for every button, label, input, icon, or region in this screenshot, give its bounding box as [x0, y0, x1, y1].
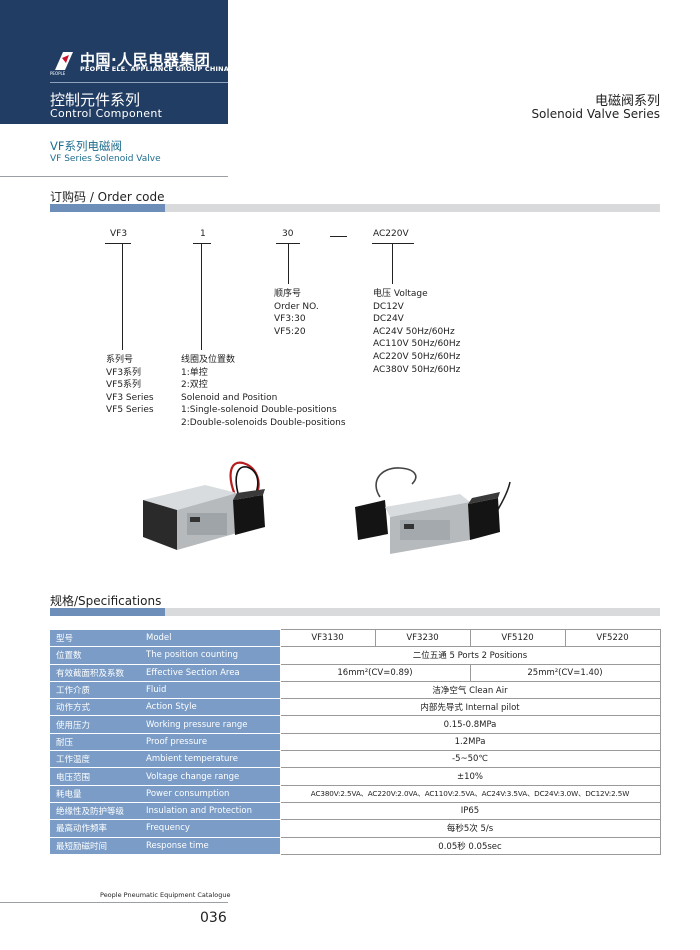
code-position-underline: [193, 243, 211, 244]
value-cell: AC380V:2.5VA、AC220V:2.0VA、AC110V:2.5VA、A…: [279, 784, 661, 803]
series-title-en: Solenoid Valve Series: [531, 107, 660, 121]
series-leader-line: [122, 243, 123, 350]
table-row: 绝缘性及防护等级 Insulation and Protection IP65: [50, 801, 661, 821]
table-row: 型号 Model VF3130 VF3230 VF5120 VF5220: [50, 628, 661, 648]
order-leader-line: [288, 243, 289, 284]
table-row: 最高动作频率 Frequency 每秒5次 5/s: [50, 819, 661, 838]
value-cell: 0.15-0.8MPa: [279, 715, 661, 734]
value-cell: 16mm²(CV=0.89): [279, 663, 471, 682]
row-label-cn: 耐压: [50, 733, 146, 752]
table-row: 电压范围 Voltage change range ±10%: [50, 767, 661, 786]
row-label-en: Voltage change range: [146, 767, 281, 786]
order-code-section-bar: [50, 204, 660, 212]
table-row: 使用压力 Working pressure range 0.15-0.8MPa: [50, 715, 661, 734]
value-cell: 1.2MPa: [279, 732, 661, 752]
value-cell: 每秒5次 5/s: [279, 819, 661, 838]
code-voltage: AC220V: [373, 229, 409, 239]
header-panel: [0, 0, 228, 124]
code-order-no: 30: [282, 229, 294, 239]
row-label-en: Ambient temperature: [146, 750, 281, 769]
single-solenoid-valve-image: [143, 461, 265, 550]
code-series: VF3: [110, 229, 128, 239]
row-label-en: The position counting: [146, 646, 281, 665]
value-cell: ±10%: [279, 767, 661, 786]
row-label-cn: 工作介质: [50, 681, 146, 700]
row-label-cn: 使用压力: [50, 715, 146, 734]
row-label-cn: 最短励磁时间: [50, 837, 146, 855]
table-row: 位置数 The position counting 二位五通 5 Ports 2…: [50, 646, 661, 665]
value-cell: 洁净空气 Clean Air: [279, 680, 661, 700]
table-row: 有效截面积及系数 Effective Section Area 16mm²(CV…: [50, 663, 661, 682]
value-cell: IP65: [279, 801, 661, 821]
value-cell: 二位五通 5 Ports 2 Positions: [279, 646, 661, 665]
header-divider: [50, 82, 228, 83]
row-label-en: Response time: [146, 837, 281, 855]
table-row: 耐压 Proof pressure 1.2MPa: [50, 732, 661, 752]
series-title-cn: 电磁阀系列: [594, 94, 660, 109]
model-cell: VF5120: [469, 628, 566, 648]
table-row: 动作方式 Action Style 内部先导式 Internal pilot: [50, 698, 661, 717]
catalogue-name: People Pneumatic Equipment Catalogue: [100, 891, 231, 899]
row-label-cn: 工作温度: [50, 750, 146, 769]
code-dash: [330, 236, 347, 237]
company-logo-icon: [55, 52, 73, 70]
row-label-cn: 型号: [50, 629, 146, 648]
model-cell: VF3230: [374, 628, 471, 648]
row-label-cn: 电压范围: [50, 767, 146, 786]
row-label-en: Power consumption: [146, 785, 281, 803]
value-cell: 25mm²(CV=1.40): [469, 663, 661, 682]
table-row: 耗电量 Power consumption AC380V:2.5VA、AC220…: [50, 784, 661, 803]
row-label-en: Working pressure range: [146, 715, 281, 734]
company-name-en: PEOPLE ELE. APPLIANCE GROUP CHINA: [80, 65, 230, 73]
double-solenoid-valve-image: [355, 467, 511, 554]
position-leader-line: [201, 243, 202, 350]
row-label-cn: 有效截面积及系数: [50, 664, 146, 682]
row-label-cn: 最高动作频率: [50, 819, 146, 838]
company-name-cn: 中国·人民电器集团: [80, 51, 211, 69]
category-title-en: Control Component: [50, 107, 163, 120]
product-subtitle-en: VF Series Solenoid Valve: [50, 154, 161, 164]
row-label-en: Effective Section Area: [146, 664, 281, 682]
value-cell: 0.05秒 0.05sec: [279, 836, 661, 855]
page-number: 036: [200, 910, 227, 926]
product-subtitle-cn: VF系列电磁阀: [50, 139, 122, 153]
row-label-en: Proof pressure: [146, 733, 281, 752]
specifications-section-bar: [50, 608, 660, 616]
specifications-table: 型号 Model VF3130 VF3230 VF5120 VF5220 位置数…: [50, 628, 661, 855]
value-cell: 内部先导式 Internal pilot: [279, 698, 661, 717]
row-label-en: Frequency: [146, 819, 281, 838]
code-position: 1: [200, 229, 206, 239]
row-label-cn: 绝缘性及防护等级: [50, 802, 146, 821]
model-cell: VF3130: [279, 628, 376, 648]
specifications-title: 规格/Specifications: [50, 594, 162, 608]
code-voltage-underline: [372, 243, 414, 244]
row-label-cn: 动作方式: [50, 698, 146, 717]
category-title-cn: 控制元件系列: [50, 91, 141, 109]
table-row: 最短励磁时间 Response time 0.05秒 0.05sec: [50, 836, 661, 855]
row-label-cn: 耗电量: [50, 785, 146, 803]
table-row: 工作温度 Ambient temperature -5~50℃: [50, 750, 661, 769]
row-label-cn: 位置数: [50, 646, 146, 665]
order-code-title: 订购码 / Order code: [50, 190, 165, 204]
value-cell: -5~50℃: [279, 750, 661, 769]
row-label-en: Model: [146, 629, 281, 648]
row-label-en: Insulation and Protection: [146, 802, 281, 821]
row-label-en: Action Style: [146, 698, 281, 717]
voltage-leader-line: [392, 243, 393, 284]
logo-mark-text: PEOPLE: [50, 71, 66, 76]
row-label-en: Fluid: [146, 681, 281, 700]
model-cell: VF5220: [564, 628, 661, 648]
subtitle-divider: [0, 176, 228, 177]
footer-divider: [0, 902, 228, 903]
table-row: 工作介质 Fluid 洁净空气 Clean Air: [50, 680, 661, 700]
code-series-underline: [105, 243, 131, 244]
